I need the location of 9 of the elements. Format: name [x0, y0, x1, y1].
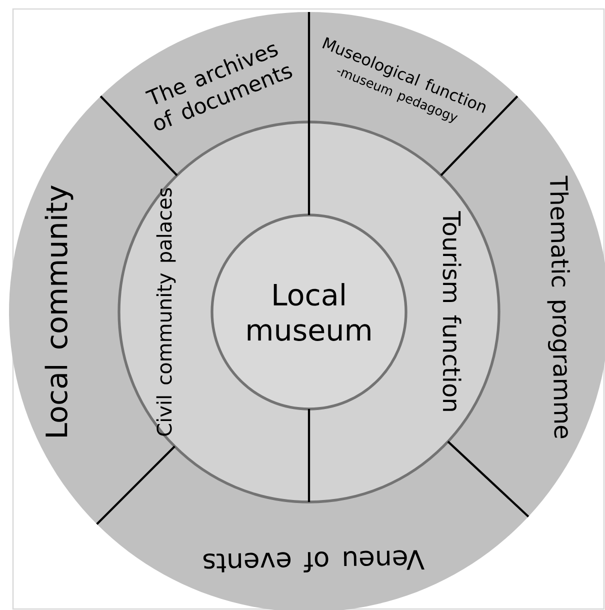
segment-label: Thematic programme [547, 176, 570, 438]
segment-label: Local museum [248, 283, 370, 341]
ring-segment [96, 442, 528, 610]
ring-segment [100, 12, 309, 176]
segment-label: Tourism function [442, 211, 462, 411]
segment-label: Civil community palaces [156, 188, 176, 436]
segment-label: Local community [44, 186, 74, 436]
ring-segment [309, 12, 518, 176]
segment-label: Veneu of events [203, 550, 424, 572]
